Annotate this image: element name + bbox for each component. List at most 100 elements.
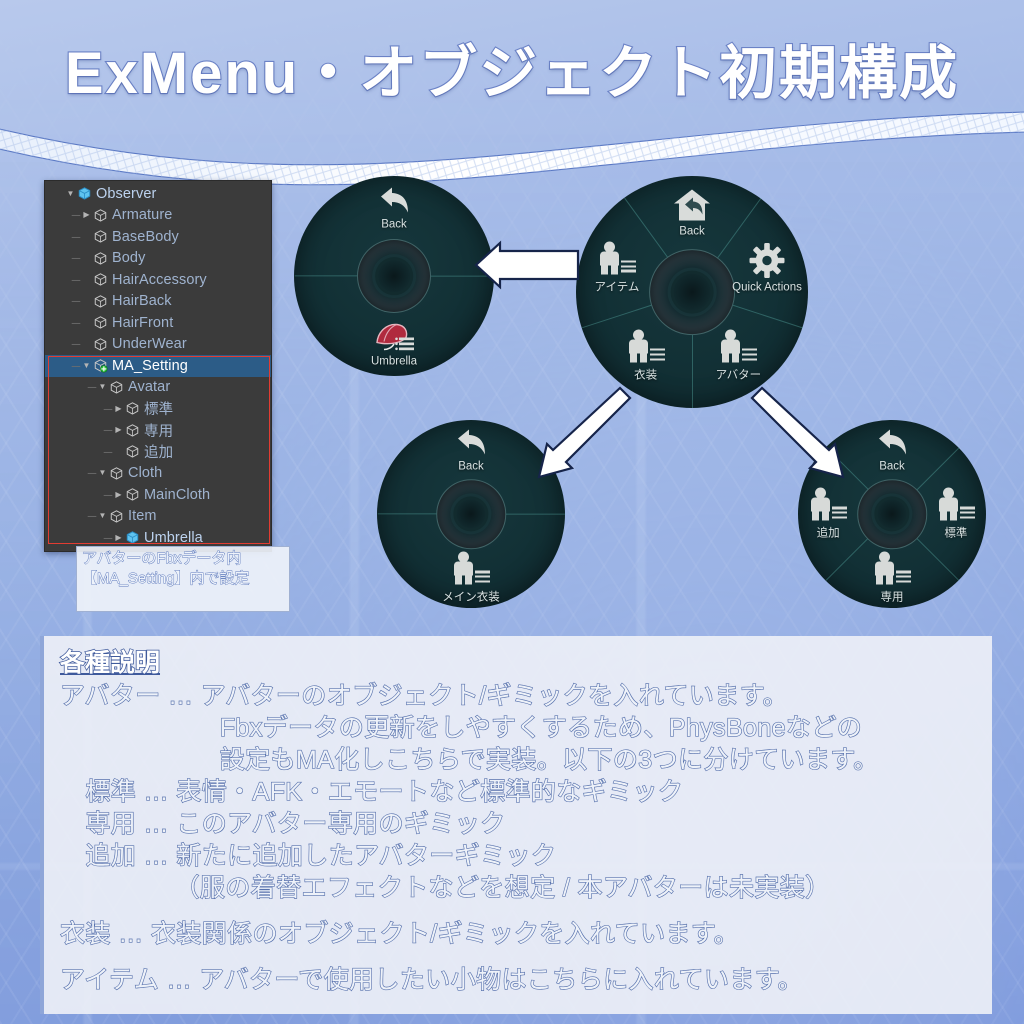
- hierarchy-row-label: 専用: [144, 423, 174, 440]
- hierarchy-row-hairback[interactable]: ─ HairBack: [45, 291, 271, 313]
- prefab-cube-icon: [126, 531, 139, 544]
- explanation-spacer: [60, 950, 978, 964]
- wave-divider: [0, 111, 1024, 186]
- tree-line: ─: [71, 251, 81, 266]
- tree-line: ─: [71, 315, 81, 330]
- cube-icon: [126, 488, 139, 501]
- tree-line: ─: [71, 358, 81, 373]
- unity-hierarchy-panel[interactable]: ▼Observer─▶Armature─BaseBody─Body─HairAc…: [44, 180, 272, 552]
- cube-icon: [110, 510, 123, 523]
- chevron-right-icon[interactable]: ▶: [115, 425, 122, 435]
- tree-line: ─: [103, 401, 113, 416]
- cube-icon: [126, 445, 139, 458]
- hierarchy-row-label: Body: [112, 250, 146, 267]
- cube-icon: [126, 424, 139, 437]
- tree-line: ─: [71, 229, 81, 244]
- menu-hub[interactable]: [857, 479, 927, 549]
- explanation-line: 標準 … 表情・AFK・エモートなど標準的なギミック: [60, 777, 684, 806]
- explanation-line: アイテム … アバターで使用したい小物はこちらに入れています。: [59, 965, 804, 994]
- hierarchy-row-[interactable]: ─▶ 専用: [45, 420, 271, 442]
- hierarchy-row-label: Armature: [112, 207, 173, 224]
- chevron-down-icon[interactable]: ▼: [98, 511, 107, 521]
- hierarchy-row-label: HairBack: [112, 293, 172, 310]
- hierarchy-row-item[interactable]: ─▼ Item: [45, 506, 271, 528]
- explanation-line: 追加 … 新たに追加したアバターギミック: [60, 841, 557, 870]
- hierarchy-caption: アバターのFbxデータ内【MA_Setting】内で設定: [76, 546, 290, 612]
- hierarchy-row-hairaccessory[interactable]: ─ HairAccessory: [45, 269, 271, 291]
- explanation-line: 衣装 … 衣装関係のオブジェクト/ギミックを入れています。: [59, 919, 740, 948]
- hierarchy-row-underwear[interactable]: ─ UnderWear: [45, 334, 271, 356]
- hierarchy-row-label: UnderWear: [112, 336, 187, 353]
- chevron-right-icon[interactable]: ▶: [83, 210, 90, 220]
- hierarchy-row-ma_setting[interactable]: ─▼ MA_Setting: [45, 355, 271, 377]
- hierarchy-row-label: Item: [128, 508, 157, 525]
- hierarchy-row-[interactable]: ─▶ 標準: [45, 398, 271, 420]
- cube-icon: [94, 252, 107, 265]
- cube-icon: [110, 381, 123, 394]
- cube-icon: [94, 230, 107, 243]
- cube-icon: [94, 338, 107, 351]
- hierarchy-row-label: Avatar: [128, 379, 171, 396]
- hierarchy-row-observer[interactable]: ▼ Observer: [45, 183, 271, 205]
- chevron-down-icon[interactable]: ▼: [98, 382, 107, 392]
- tree-line: ─: [71, 337, 81, 352]
- menu-hub[interactable]: [436, 479, 506, 549]
- tree-line: ─: [71, 294, 81, 309]
- tree-line: ─: [87, 466, 97, 481]
- explanation-spacer: [60, 904, 978, 918]
- chevron-right-icon[interactable]: ▶: [115, 532, 122, 542]
- menu-hub[interactable]: [649, 249, 735, 335]
- menu-hub[interactable]: [357, 239, 431, 313]
- cube-icon: [110, 467, 123, 480]
- chevron-right-icon[interactable]: ▶: [115, 403, 122, 413]
- hierarchy-row-label: 追加: [144, 445, 174, 462]
- cube-icon: [126, 402, 139, 415]
- hierarchy-row-hairfront[interactable]: ─ HairFront: [45, 312, 271, 334]
- explanation-panel: 各種説明 アバター … アバターのオブジェクト/ギミックを入れています。 Fbx…: [40, 636, 992, 1014]
- hierarchy-row-armature[interactable]: ─▶ Armature: [45, 205, 271, 227]
- chevron-right-icon[interactable]: ▶: [115, 489, 122, 499]
- hierarchy-row-label: MainCloth: [144, 486, 211, 503]
- hierarchy-row-[interactable]: ─ 追加: [45, 441, 271, 463]
- tree-line: ─: [87, 509, 97, 524]
- cube-icon: [94, 209, 107, 222]
- hierarchy-row-body[interactable]: ─ Body: [45, 248, 271, 270]
- tree-line: ─: [103, 444, 113, 459]
- explanation-lines: アバター … アバターのオブジェクト/ギミックを入れています。 Fbxデータの更…: [59, 680, 978, 996]
- hierarchy-row-basebody[interactable]: ─ BaseBody: [45, 226, 271, 248]
- page-title: ExMenu・オブジェクト初期構成: [64, 40, 960, 107]
- explanation-line: Fbxデータの更新をしやすくするため、PhysBoneなどの: [60, 713, 863, 742]
- chevron-down-icon[interactable]: ▼: [82, 360, 91, 370]
- cube-icon: [94, 295, 107, 308]
- chevron-down-icon[interactable]: ▼: [66, 188, 75, 198]
- hierarchy-row-label: MA_Setting: [112, 357, 188, 374]
- explanation-line: アバター … アバターのオブジェクト/ギミックを入れています。: [59, 681, 788, 710]
- tree-line: ─: [71, 272, 81, 287]
- cube-icon: [94, 273, 107, 286]
- hierarchy-row-label: 標準: [144, 402, 174, 419]
- explanation-line: 専用 … このアバター専用のギミック: [60, 809, 506, 838]
- menu-divider: [692, 292, 694, 408]
- chevron-down-icon[interactable]: ▼: [98, 468, 107, 478]
- tree-line: ─: [103, 530, 113, 545]
- hierarchy-row-label: Observer: [96, 185, 157, 202]
- hierarchy-row-maincloth[interactable]: ─▶ MainCloth: [45, 484, 271, 506]
- hierarchy-row-label: Cloth: [128, 465, 163, 482]
- tree-line: ─: [87, 380, 97, 395]
- modular-avatar-icon: [94, 359, 108, 373]
- tree-line: ─: [71, 208, 81, 223]
- hierarchy-row-cloth[interactable]: ─▼ Cloth: [45, 463, 271, 485]
- prefab-cube-icon: [78, 187, 91, 200]
- tree-line: ─: [103, 487, 113, 502]
- tree-line: ─: [103, 423, 113, 438]
- hierarchy-row-label: HairAccessory: [112, 271, 207, 288]
- hierarchy-row-avatar[interactable]: ─▼ Avatar: [45, 377, 271, 399]
- explanation-line: （服の着替エフェクトなどを想定 / 本アバターは未実装）: [60, 873, 831, 902]
- hierarchy-row-label: HairFront: [112, 314, 174, 331]
- explanation-line: 設定もMA化しこちらで実装。以下の3つに分けています。: [60, 745, 879, 774]
- hierarchy-row-label: BaseBody: [112, 228, 179, 245]
